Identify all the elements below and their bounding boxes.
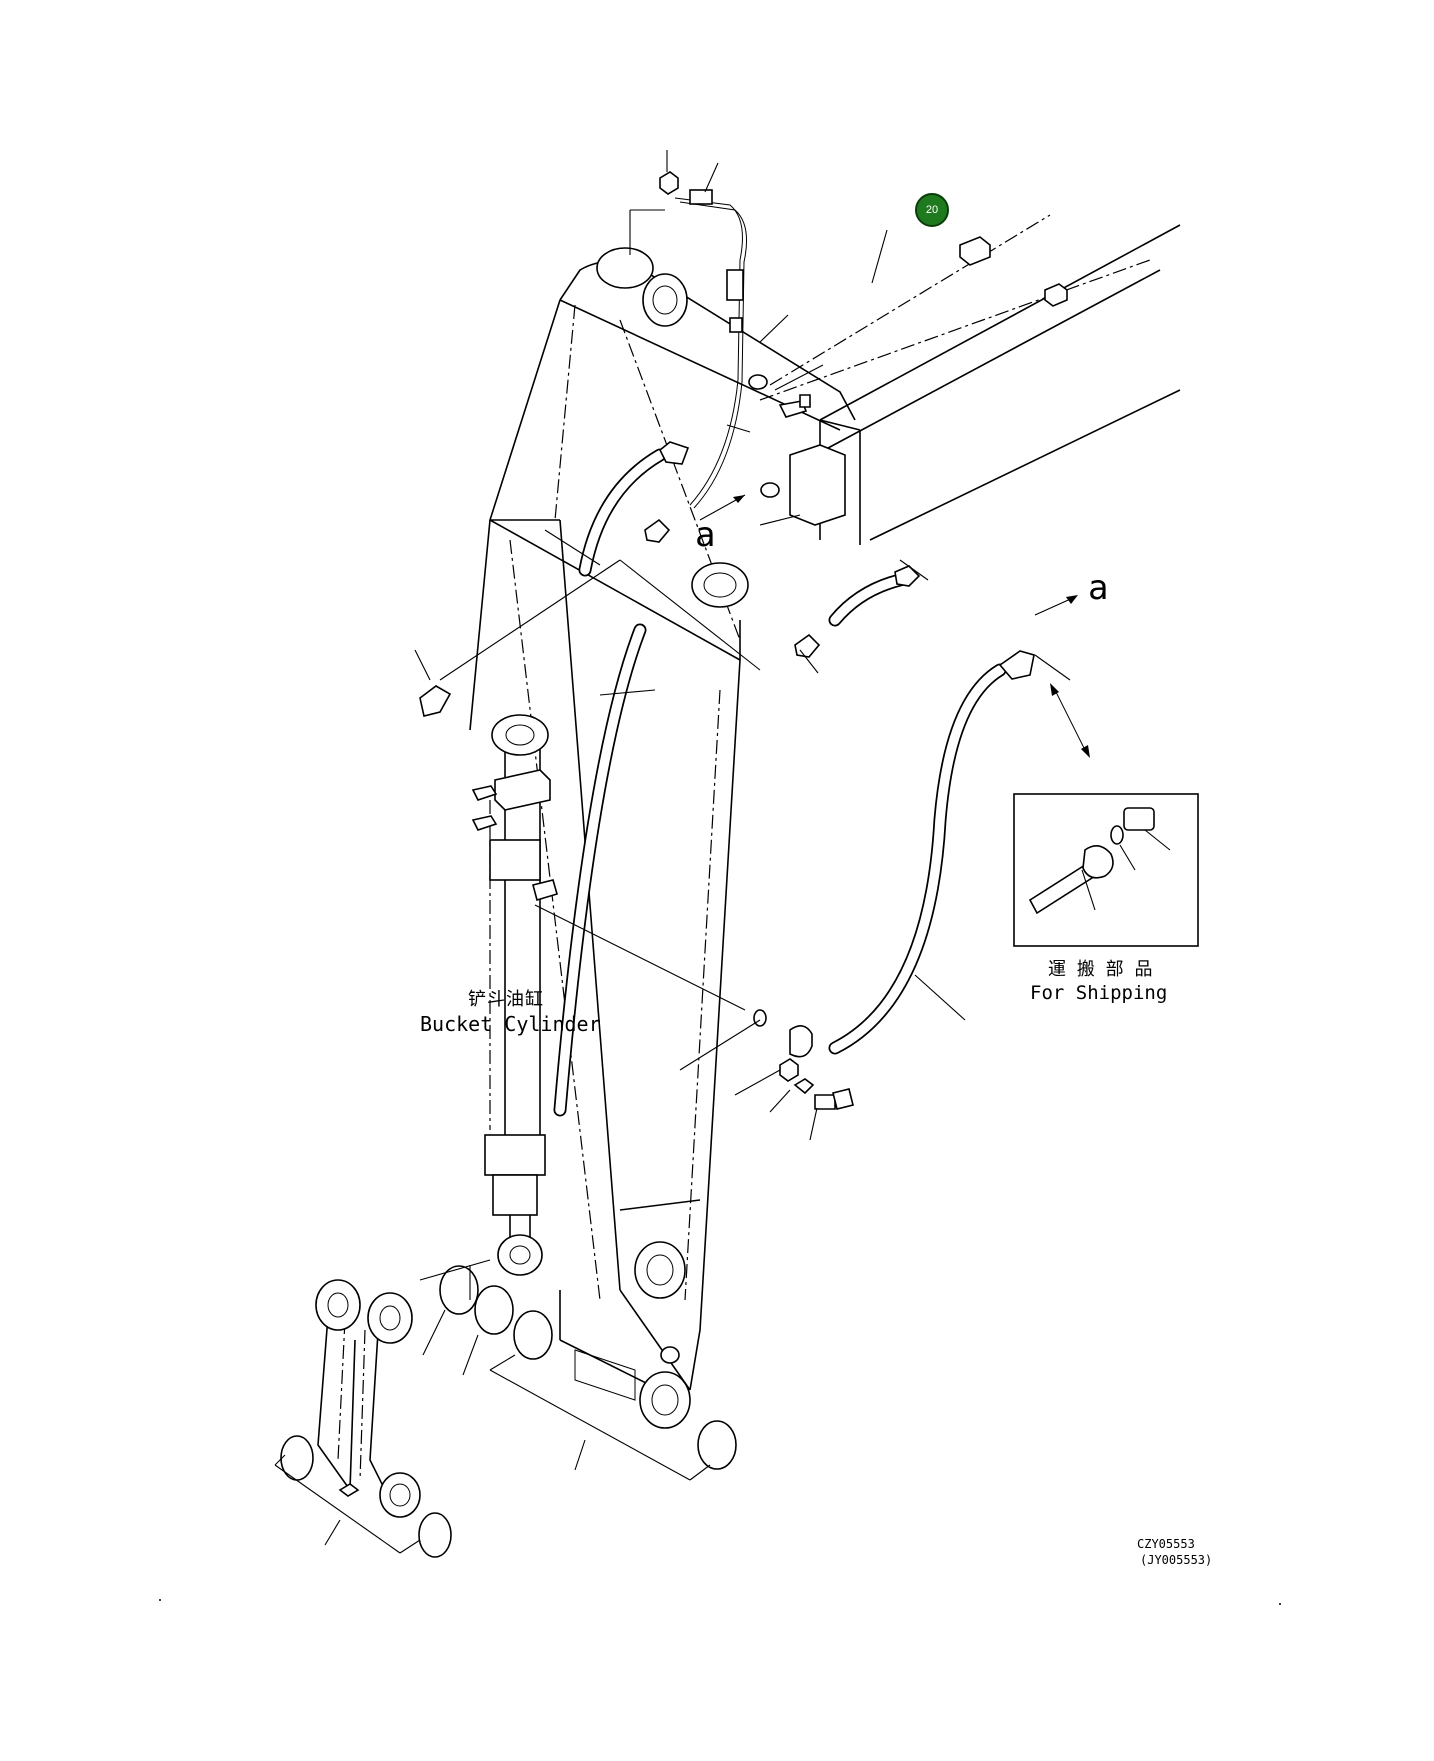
bucket-cylinder-label-cn: 铲斗油缸 [468, 989, 544, 1010]
shipping-inset [1013, 793, 1199, 947]
section-arrows [699, 494, 1090, 758]
drawing-code: CZY05553 [1137, 1537, 1195, 1551]
fittings [419, 374, 854, 1110]
links [315, 1279, 421, 1518]
arm [469, 247, 856, 1429]
callout-20[interactable]: 20 [915, 193, 949, 227]
view-a-label-1: a [695, 515, 716, 555]
view-a-label-2: a [1088, 568, 1109, 608]
shipping-label-cn: 運 搬 部 品 [1048, 959, 1153, 980]
bucket-cylinder [471, 714, 558, 1276]
callout-number: 20 [925, 204, 939, 216]
leader-lines [274, 150, 1071, 1554]
hoses [553, 171, 1035, 1117]
bucket-cylinder-label-en: Bucket Cylinder [420, 1012, 601, 1036]
drawing-code-secondary: (JY005553) [1140, 1553, 1213, 1567]
shims [280, 1265, 737, 1558]
shipping-label-en: For Shipping [1030, 982, 1168, 1004]
